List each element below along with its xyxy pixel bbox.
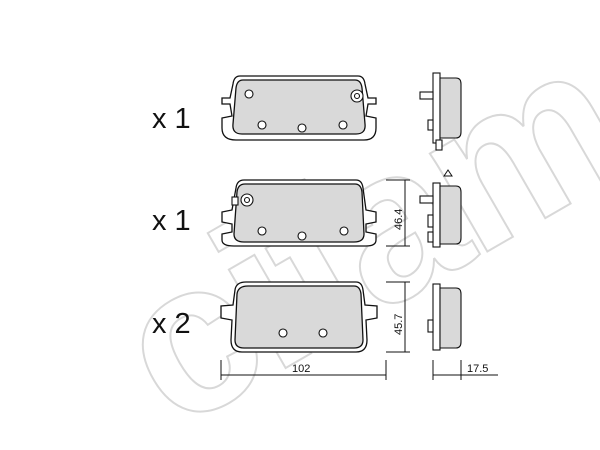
side-friction [439,185,462,245]
wear-sensor-dot [353,92,361,100]
rivet [297,123,307,133]
pad-row-2: x 1 46.4 [152,169,462,248]
side-friction [439,287,462,349]
rivet [257,120,267,130]
side-tab [427,119,434,131]
height-dimension-3: 45.7 [386,281,410,353]
pad-side-view-3 [427,283,462,351]
width-dimension: 102 [220,360,387,380]
pad-front-view-2 [221,179,377,247]
spring-clip [443,169,453,177]
side-tab [427,319,434,333]
rivet [297,231,307,241]
rivet [339,226,349,236]
sensor-tab [231,196,239,206]
thickness-label: 17.5 [467,363,488,375]
friction-material [234,285,364,349]
width-label: 102 [292,363,310,375]
side-backing [432,182,441,248]
side-tab [435,139,443,151]
thickness-dimension: 17.5 [432,360,498,380]
height-label-3: 45.7 [393,314,405,335]
rivet [338,120,348,130]
height-label-2: 46.4 [393,209,405,230]
rivet [257,226,267,236]
pad-side-view-1 [419,72,462,151]
height-dimension-2: 46.4 [386,179,410,247]
pad-front-view-1 [221,75,377,141]
quantity-label-1: x 1 [152,103,191,135]
hole [244,89,254,99]
side-tab [419,91,434,100]
rivet [318,328,328,338]
side-tab [427,231,434,243]
friction-material [233,183,365,243]
quantity-label-2: x 1 [152,205,191,237]
pad-row-3: x 2 45.7 [152,281,462,353]
quantity-label-3: x 2 [152,308,191,340]
pad-row-1: x 1 [152,72,462,151]
friction-material [232,79,366,135]
side-tab [419,195,434,204]
side-backing [432,283,441,351]
side-backing [432,72,441,144]
side-friction [439,77,462,139]
pad-side-view-2 [419,169,462,248]
rivet [278,328,288,338]
wear-sensor-dot [243,196,251,204]
pad-front-view-3 [220,281,378,353]
side-tab [427,214,434,228]
